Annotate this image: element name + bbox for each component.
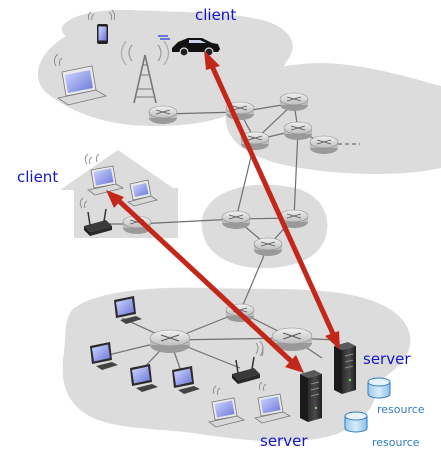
laptop-icon bbox=[53, 53, 108, 106]
laptop-icon bbox=[254, 381, 292, 424]
desktop-icon bbox=[172, 366, 200, 394]
server-label-bottom: server bbox=[260, 432, 308, 450]
router-icon bbox=[283, 121, 313, 140]
laptop-icon bbox=[208, 385, 246, 428]
router-icon bbox=[309, 135, 339, 154]
isp-network-region bbox=[225, 63, 441, 174]
wifi-access-point-icon bbox=[232, 340, 264, 384]
arrow-left-client-to-server bbox=[106, 190, 304, 373]
client-label-left: client bbox=[17, 168, 58, 186]
router-icon bbox=[149, 329, 191, 353]
arrow-top-client-to-server bbox=[204, 50, 340, 350]
laptop-icon bbox=[84, 153, 125, 196]
resource-label-1: resource bbox=[377, 403, 425, 416]
database-icon bbox=[367, 377, 391, 399]
router-icon bbox=[279, 209, 309, 228]
routers bbox=[122, 92, 339, 353]
desktop-icon bbox=[114, 296, 142, 324]
router-icon bbox=[253, 237, 283, 256]
router-icon bbox=[279, 92, 309, 111]
laptop-icon bbox=[127, 179, 158, 207]
wifi-access-point-icon bbox=[79, 197, 112, 236]
router-icon bbox=[221, 210, 251, 229]
cell-tower-icon bbox=[120, 40, 170, 104]
home-network-house bbox=[60, 150, 178, 238]
desktop-icon bbox=[130, 364, 158, 392]
resource-label-2: resource bbox=[372, 436, 420, 449]
server-label-right: server bbox=[363, 350, 411, 368]
server-icon bbox=[334, 342, 356, 394]
client-server-arrows bbox=[106, 50, 340, 373]
database-icon bbox=[344, 411, 368, 433]
desktop-icon bbox=[90, 342, 118, 370]
server-icon bbox=[300, 370, 322, 422]
router-icon bbox=[271, 327, 313, 351]
router-icon bbox=[148, 105, 178, 124]
client-label-top: client bbox=[195, 6, 236, 24]
smartphone-icon bbox=[87, 9, 116, 44]
